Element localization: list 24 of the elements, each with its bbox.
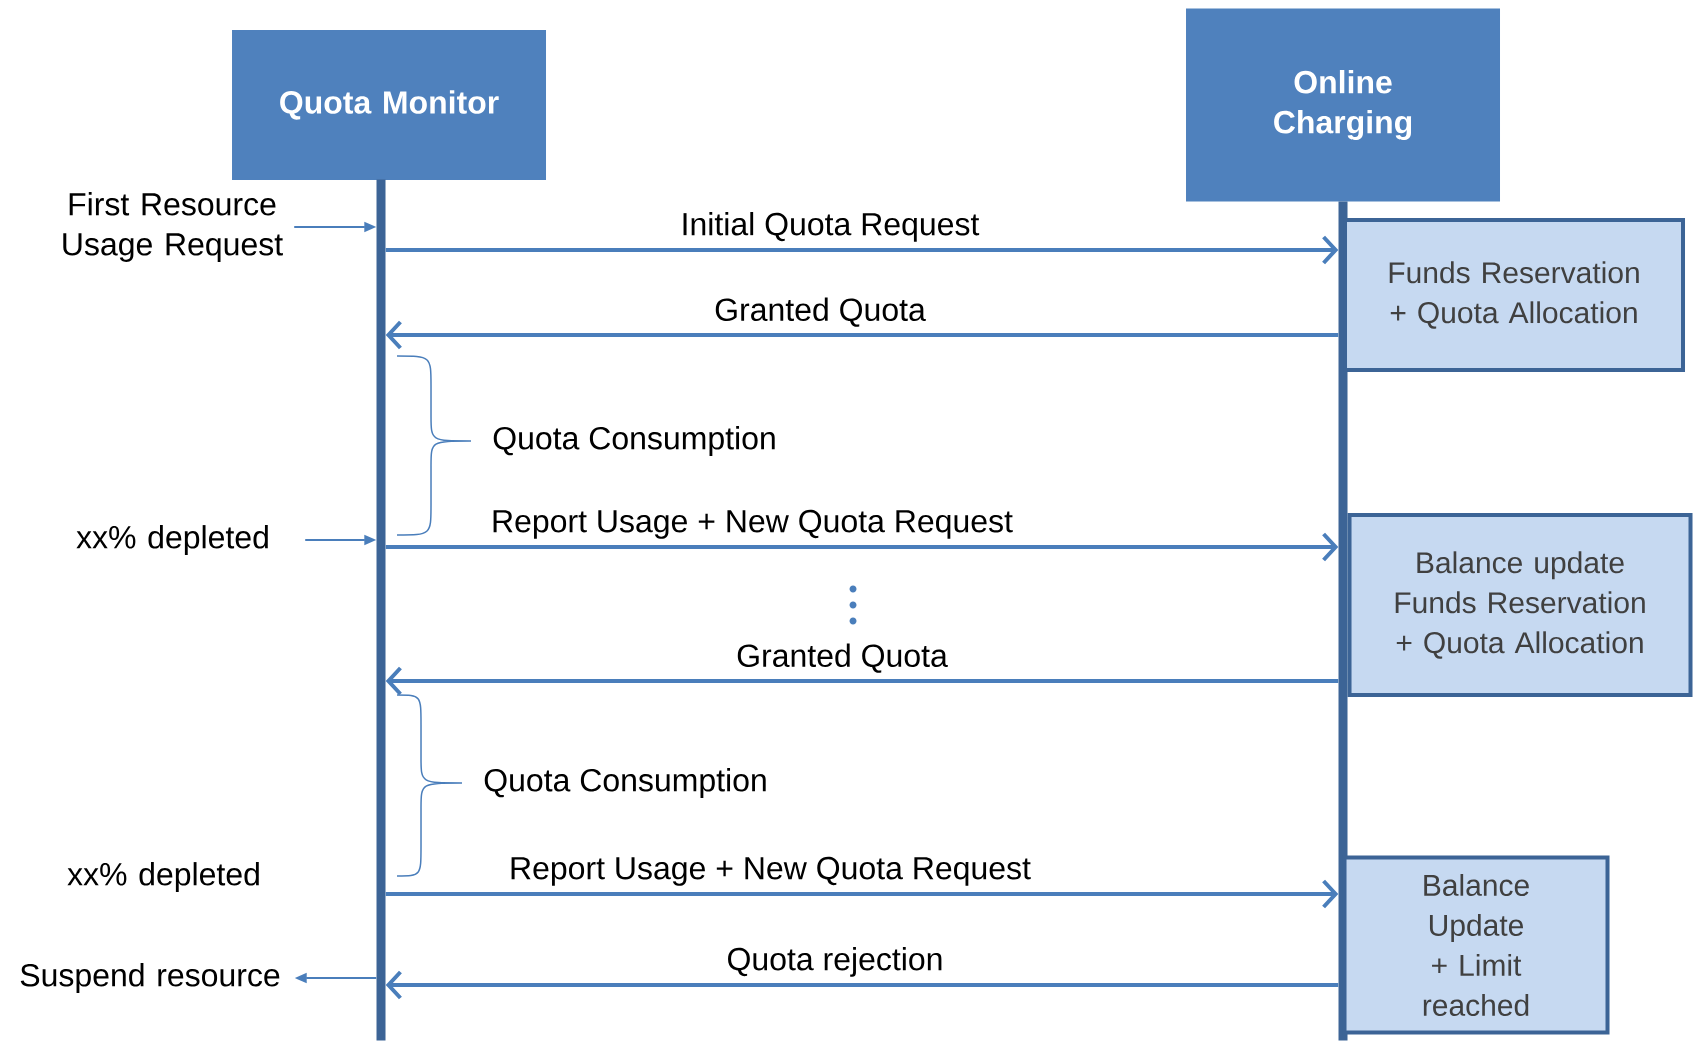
lifeline-header: Quota Monitor [232, 30, 546, 180]
brace-label: Quota Consumption [493, 426, 775, 456]
note-text: First Resource Usage Request [63, 192, 283, 262]
edge-label: Granted Quota [734, 641, 950, 675]
arrow [385, 235, 1339, 265]
note-text: Suspend resource [20, 963, 280, 993]
arrow [385, 320, 1339, 350]
arrow [385, 532, 1339, 562]
lifeline [376, 179, 386, 1041]
note-text: xx% depleted [76, 525, 268, 555]
edge-label: Granted Quota [712, 295, 928, 329]
edge-label: Report Usage + New Quota Request [507, 854, 1034, 888]
edge-label: Quota rejection [724, 944, 946, 979]
arrow [385, 666, 1339, 696]
arrow [385, 970, 1339, 1000]
brace-label: Quota Consumption [484, 768, 766, 798]
arrow [385, 879, 1339, 909]
process-box: Balance Update + Limit reached [1342, 855, 1610, 1035]
process-box: Funds Reservation + Quota Allocation [1343, 218, 1685, 372]
note-text: xx% depleted [67, 862, 259, 892]
lifeline-header: Online Charging [1186, 8, 1500, 202]
edge-label: Report Usage + New Quota Request [489, 507, 1016, 541]
process-box: Balance update Funds Reservation + Quota Allocation [1347, 513, 1693, 697]
edge-label: Initial Quota Request [678, 209, 982, 244]
